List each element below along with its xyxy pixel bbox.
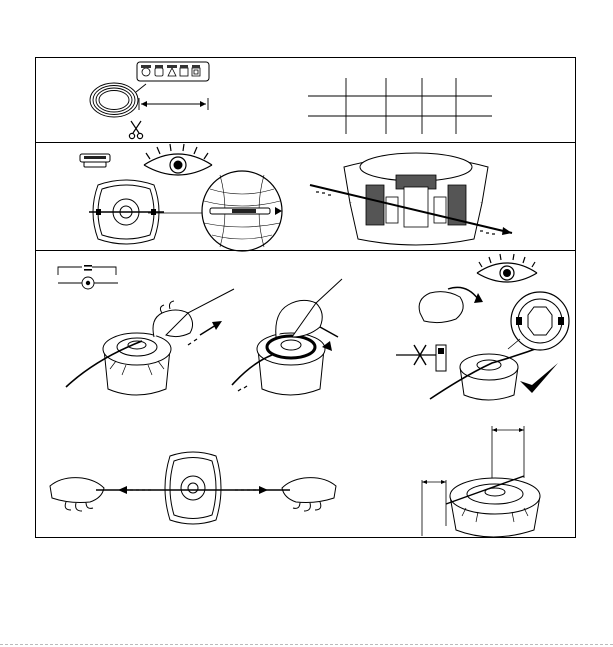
checkmark-icon <box>516 359 560 399</box>
spool-cross-section-with-line <box>306 145 516 249</box>
specification-table-grid <box>306 74 496 138</box>
scissors-icon <box>127 120 145 140</box>
hand-wind-line-step <box>66 279 246 403</box>
cover-icon <box>78 151 112 169</box>
panel-spool-inspection <box>36 143 575 250</box>
dimension-arrow-icon <box>136 96 211 116</box>
instruction-figure-frame <box>35 57 576 538</box>
panel-winding-steps <box>36 251 575 401</box>
hands-pulling-line-icon <box>48 448 338 530</box>
cut-line-to-length-icon <box>416 422 562 540</box>
line-profile-samples-icon <box>136 61 211 83</box>
magnified-eyelet-detail <box>200 169 284 253</box>
panel-finish-steps <box>36 402 575 538</box>
hand-rotate-spool-step <box>232 273 356 403</box>
crossed-out-tool-icon <box>396 339 456 379</box>
panel-line-specification <box>36 58 575 142</box>
page-bottom-rule <box>0 644 613 645</box>
